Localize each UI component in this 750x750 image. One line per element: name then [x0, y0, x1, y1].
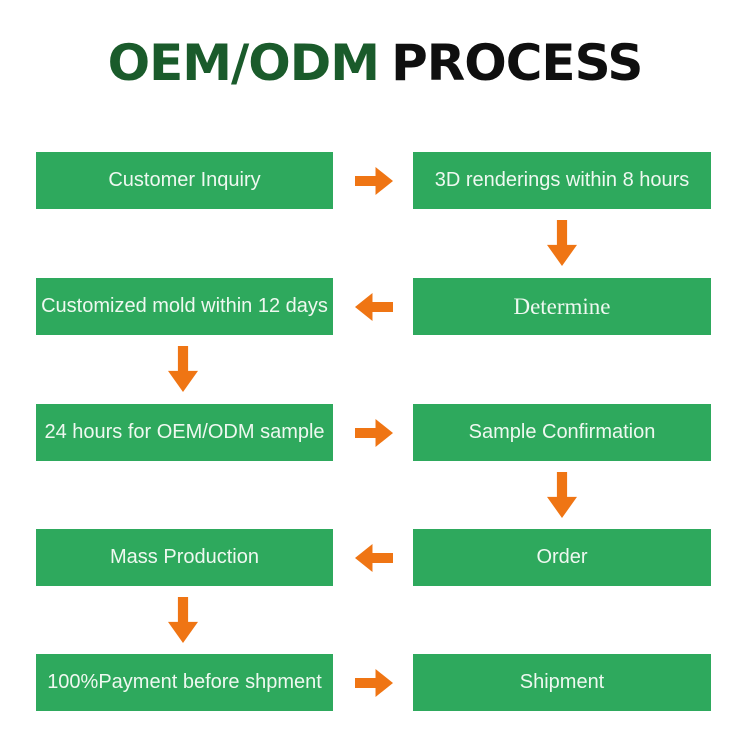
arrow-right-icon: [355, 167, 393, 195]
flow-step-customized-mold: Customized mold within 12 days: [36, 278, 333, 335]
arrow-down-icon: [168, 346, 198, 392]
flow-step-label: Determine: [513, 293, 611, 319]
flow-step-label: 3D renderings within 8 hours: [434, 169, 690, 191]
arrow-right-icon: [355, 419, 393, 447]
flow-step-payment: 100%Payment before shpment: [36, 654, 333, 711]
arrow-down-icon: [547, 220, 577, 266]
flow-step-3d-renderings: 3D renderings within 8 hours: [413, 152, 711, 209]
flow-step-mass-production: Mass Production: [36, 529, 333, 586]
arrow-left-icon: [355, 544, 393, 572]
arrow-down-icon: [547, 472, 577, 518]
flow-step-shipment: Shipment: [413, 654, 711, 711]
flow-step-label: Order: [536, 546, 588, 568]
flow-step-customer-inquiry: Customer Inquiry: [36, 152, 333, 209]
flow-step-sample-confirmation: Sample Confirmation: [413, 404, 711, 461]
arrow-left-icon: [355, 293, 393, 321]
title-brand-oem-odm: OEM/ODM: [107, 34, 380, 92]
flow-step-label: Sample Confirmation: [468, 421, 656, 443]
flow-step-label: 24 hours for OEM/ODM sample: [44, 421, 325, 443]
flow-step-label: Shipment: [519, 671, 605, 693]
flow-step-label: Customized mold within 12 days: [41, 295, 328, 317]
title-process: PROCESS: [391, 34, 643, 92]
flow-step-order: Order: [413, 529, 711, 586]
flow-step-oem-odm-sample: 24 hours for OEM/ODM sample: [36, 404, 333, 461]
flow-step-label: 100%Payment before shpment: [47, 671, 322, 693]
arrow-down-icon: [168, 597, 198, 643]
flow-step-label: Mass Production: [110, 546, 259, 568]
flow-step-label: Customer Inquiry: [108, 169, 261, 191]
flow-step-determine: Determine: [413, 278, 711, 335]
arrow-right-icon: [355, 669, 393, 697]
